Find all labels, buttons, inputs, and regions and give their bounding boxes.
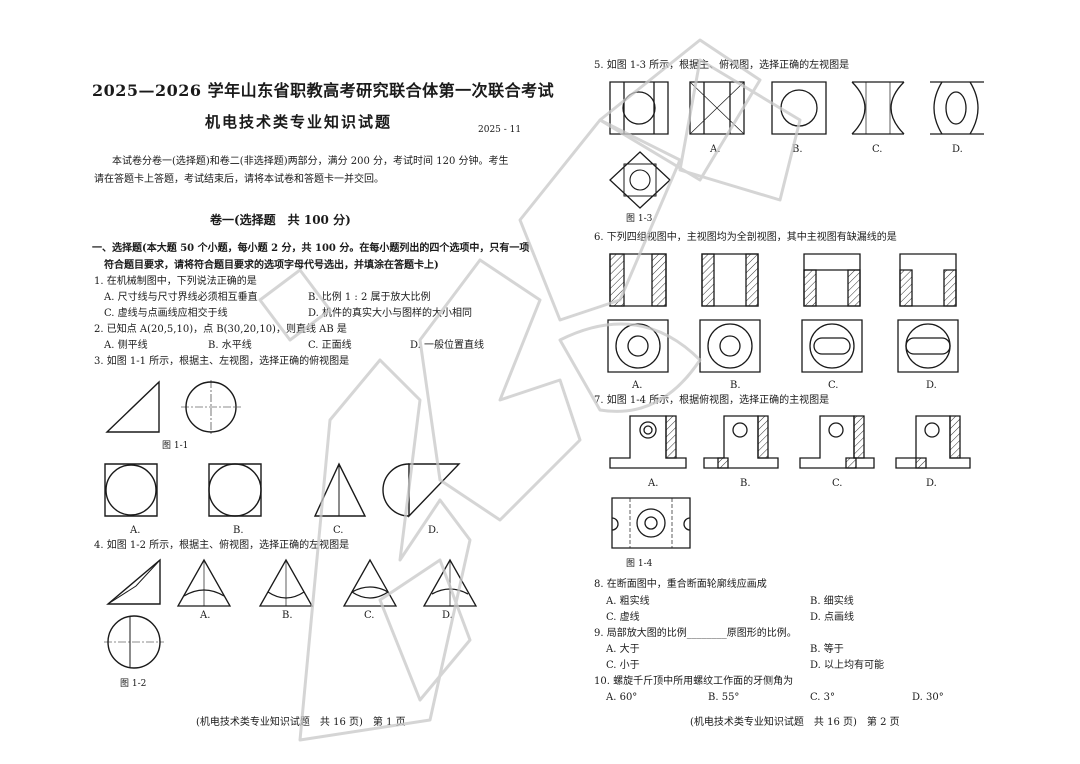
question-10-option-d: D. 30° (912, 692, 944, 703)
question-2-stem: 2. 已知点 A(20,5,10)，点 B(30,20,10)，则直线 AB 是 (94, 324, 347, 335)
question-5-label-d: D. (952, 144, 963, 155)
figure-1-2-caption: 图 1-2 (120, 679, 147, 689)
question-6-drawing (606, 250, 1006, 380)
question-6-label-c: C. (828, 380, 839, 391)
intro-text-line1: 本试卷分卷一(选择题)和卷二(非选择题)两部分，满分 200 分，考试时间 12… (112, 156, 509, 167)
question-9-option-b: B. 等于 (810, 644, 844, 655)
question-8-stem: 8. 在断面图中，重合断面轮廓线应画成 (594, 579, 767, 590)
question-5-label-b: B. (792, 144, 803, 155)
instructions-line2: 符合题目要求，请将符合题目要求的选项字母代号选出，并填涂在答题卡上) (104, 260, 439, 271)
question-1-option-c: C. 虚线与点画线应相交于线 (104, 308, 228, 319)
question-8-option-c: C. 虚线 (606, 612, 640, 623)
question-6-stem: 6. 下列四组视图中，主视图均为全剖视图，其中主视图有缺漏线的是 (594, 232, 897, 243)
question-1-option-a: A. 尺寸线与尺寸界线必须相互垂直 (104, 292, 258, 303)
question-9-option-a: A. 大于 (606, 644, 640, 655)
question-8-option-d: D. 点画线 (810, 612, 855, 623)
question-3-label-b: B. (233, 525, 244, 536)
question-2-option-b: B. 水平线 (208, 340, 252, 351)
question-1-option-b: B. 比例 1 : 2 属于放大比例 (308, 292, 431, 303)
question-4-label-c: C. (364, 610, 375, 621)
question-4-label-b: B. (282, 610, 293, 621)
page-2-footer: (机电技术类专业知识试题 共 16 页) 第 2 页 (690, 717, 900, 728)
section-title: 卷一(选择题 共 100 分) (210, 213, 351, 227)
question-2-option-a: A. 侧平线 (104, 340, 148, 351)
question-5-label-c: C. (872, 144, 883, 155)
question-7-label-b: B. (740, 478, 751, 489)
question-8-option-a: A. 粗实线 (606, 596, 650, 607)
question-5-label-a: A. (710, 144, 721, 155)
question-5-drawing (608, 78, 1028, 144)
question-1-stem: 1. 在机械制图中，下列说法正确的是 (94, 276, 257, 287)
question-7-drawing (606, 412, 1006, 476)
question-2-option-d: D. 一般位置直线 (410, 340, 485, 351)
figure-1-4-top-view (608, 494, 694, 554)
question-5-stem: 5. 如图 1-3 所示，根据主、俯视图，选择正确的左视图是 (594, 60, 850, 71)
question-1-option-d: D. 机件的真实大小与图样的大小相同 (308, 308, 473, 319)
question-10-stem: 10. 螺旋千斤顶中所用螺纹工作面的牙侧角为 (594, 676, 794, 687)
intro-text-line2: 请在答题卡上答题，考试结束后，请将本试卷和答题卡一并交回。 (94, 174, 384, 185)
question-7-label-c: C. (832, 478, 843, 489)
figure-1-1-caption: 图 1-1 (162, 441, 189, 451)
question-2-option-c: C. 正面线 (308, 340, 352, 351)
question-7-stem: 7. 如图 1-4 所示，根据俯视图，选择正确的主视图是 (594, 395, 830, 406)
exam-page-1: 2025—2026 学年山东省职教高考研究联合体第一次联合考试 机电技术类专业知… (92, 83, 554, 729)
question-3-label-a: A. (130, 525, 141, 536)
page-1-footer: (机电技术类专业知识试题 共 16 页) 第 1 页 (196, 717, 406, 728)
question-3-stem: 3. 如图 1-1 所示，根据主、左视图，选择正确的俯视图是 (94, 356, 350, 367)
exam-main-title: 2025—2026 学年山东省职教高考研究联合体第一次联合考试 (92, 81, 555, 100)
question-6-label-b: B. (730, 380, 741, 391)
question-8-option-b: B. 细实线 (810, 596, 854, 607)
question-7-label-d: D. (926, 478, 937, 489)
figure-1-1-drawing (105, 380, 255, 436)
exam-subject-title: 机电技术类专业知识试题 (205, 113, 393, 131)
question-10-option-a: A. 60° (606, 692, 638, 703)
question-6-label-a: A. (632, 380, 643, 391)
question-6-label-d: D. (926, 380, 937, 391)
question-3-options-drawing (103, 462, 463, 522)
exam-date: 2025 - 11 (478, 125, 522, 135)
question-3-label-d: D. (428, 525, 439, 536)
question-7-label-a: A. (648, 478, 659, 489)
figure-1-3-caption: 图 1-3 (626, 214, 653, 224)
question-10-option-c: C. 3° (810, 692, 836, 703)
question-9-option-d: D. 以上均有可能 (810, 660, 885, 671)
figure-1-3-top-view (608, 150, 672, 212)
question-4-label-d: D. (442, 610, 453, 621)
question-9-stem: 9. 局部放大图的比例________原图形的比例。 (594, 628, 797, 639)
question-3-label-c: C. (333, 525, 344, 536)
question-9-option-c: C. 小于 (606, 660, 640, 671)
instructions-line1: 一、选择题(本大题 50 个小题，每小题 2 分，共 100 分。在每小题列出的… (92, 243, 530, 254)
question-10-option-b: B. 55° (708, 692, 740, 703)
question-4-stem: 4. 如图 1-2 所示，根据主、俯视图，选择正确的左视图是 (94, 540, 350, 551)
figure-1-4-caption: 图 1-4 (626, 559, 653, 569)
question-4-label-a: A. (200, 610, 211, 621)
exam-page-2: 5. 如图 1-3 所示，根据主、俯视图，选择正确的左视图是 A. B. C. … (540, 0, 1080, 764)
